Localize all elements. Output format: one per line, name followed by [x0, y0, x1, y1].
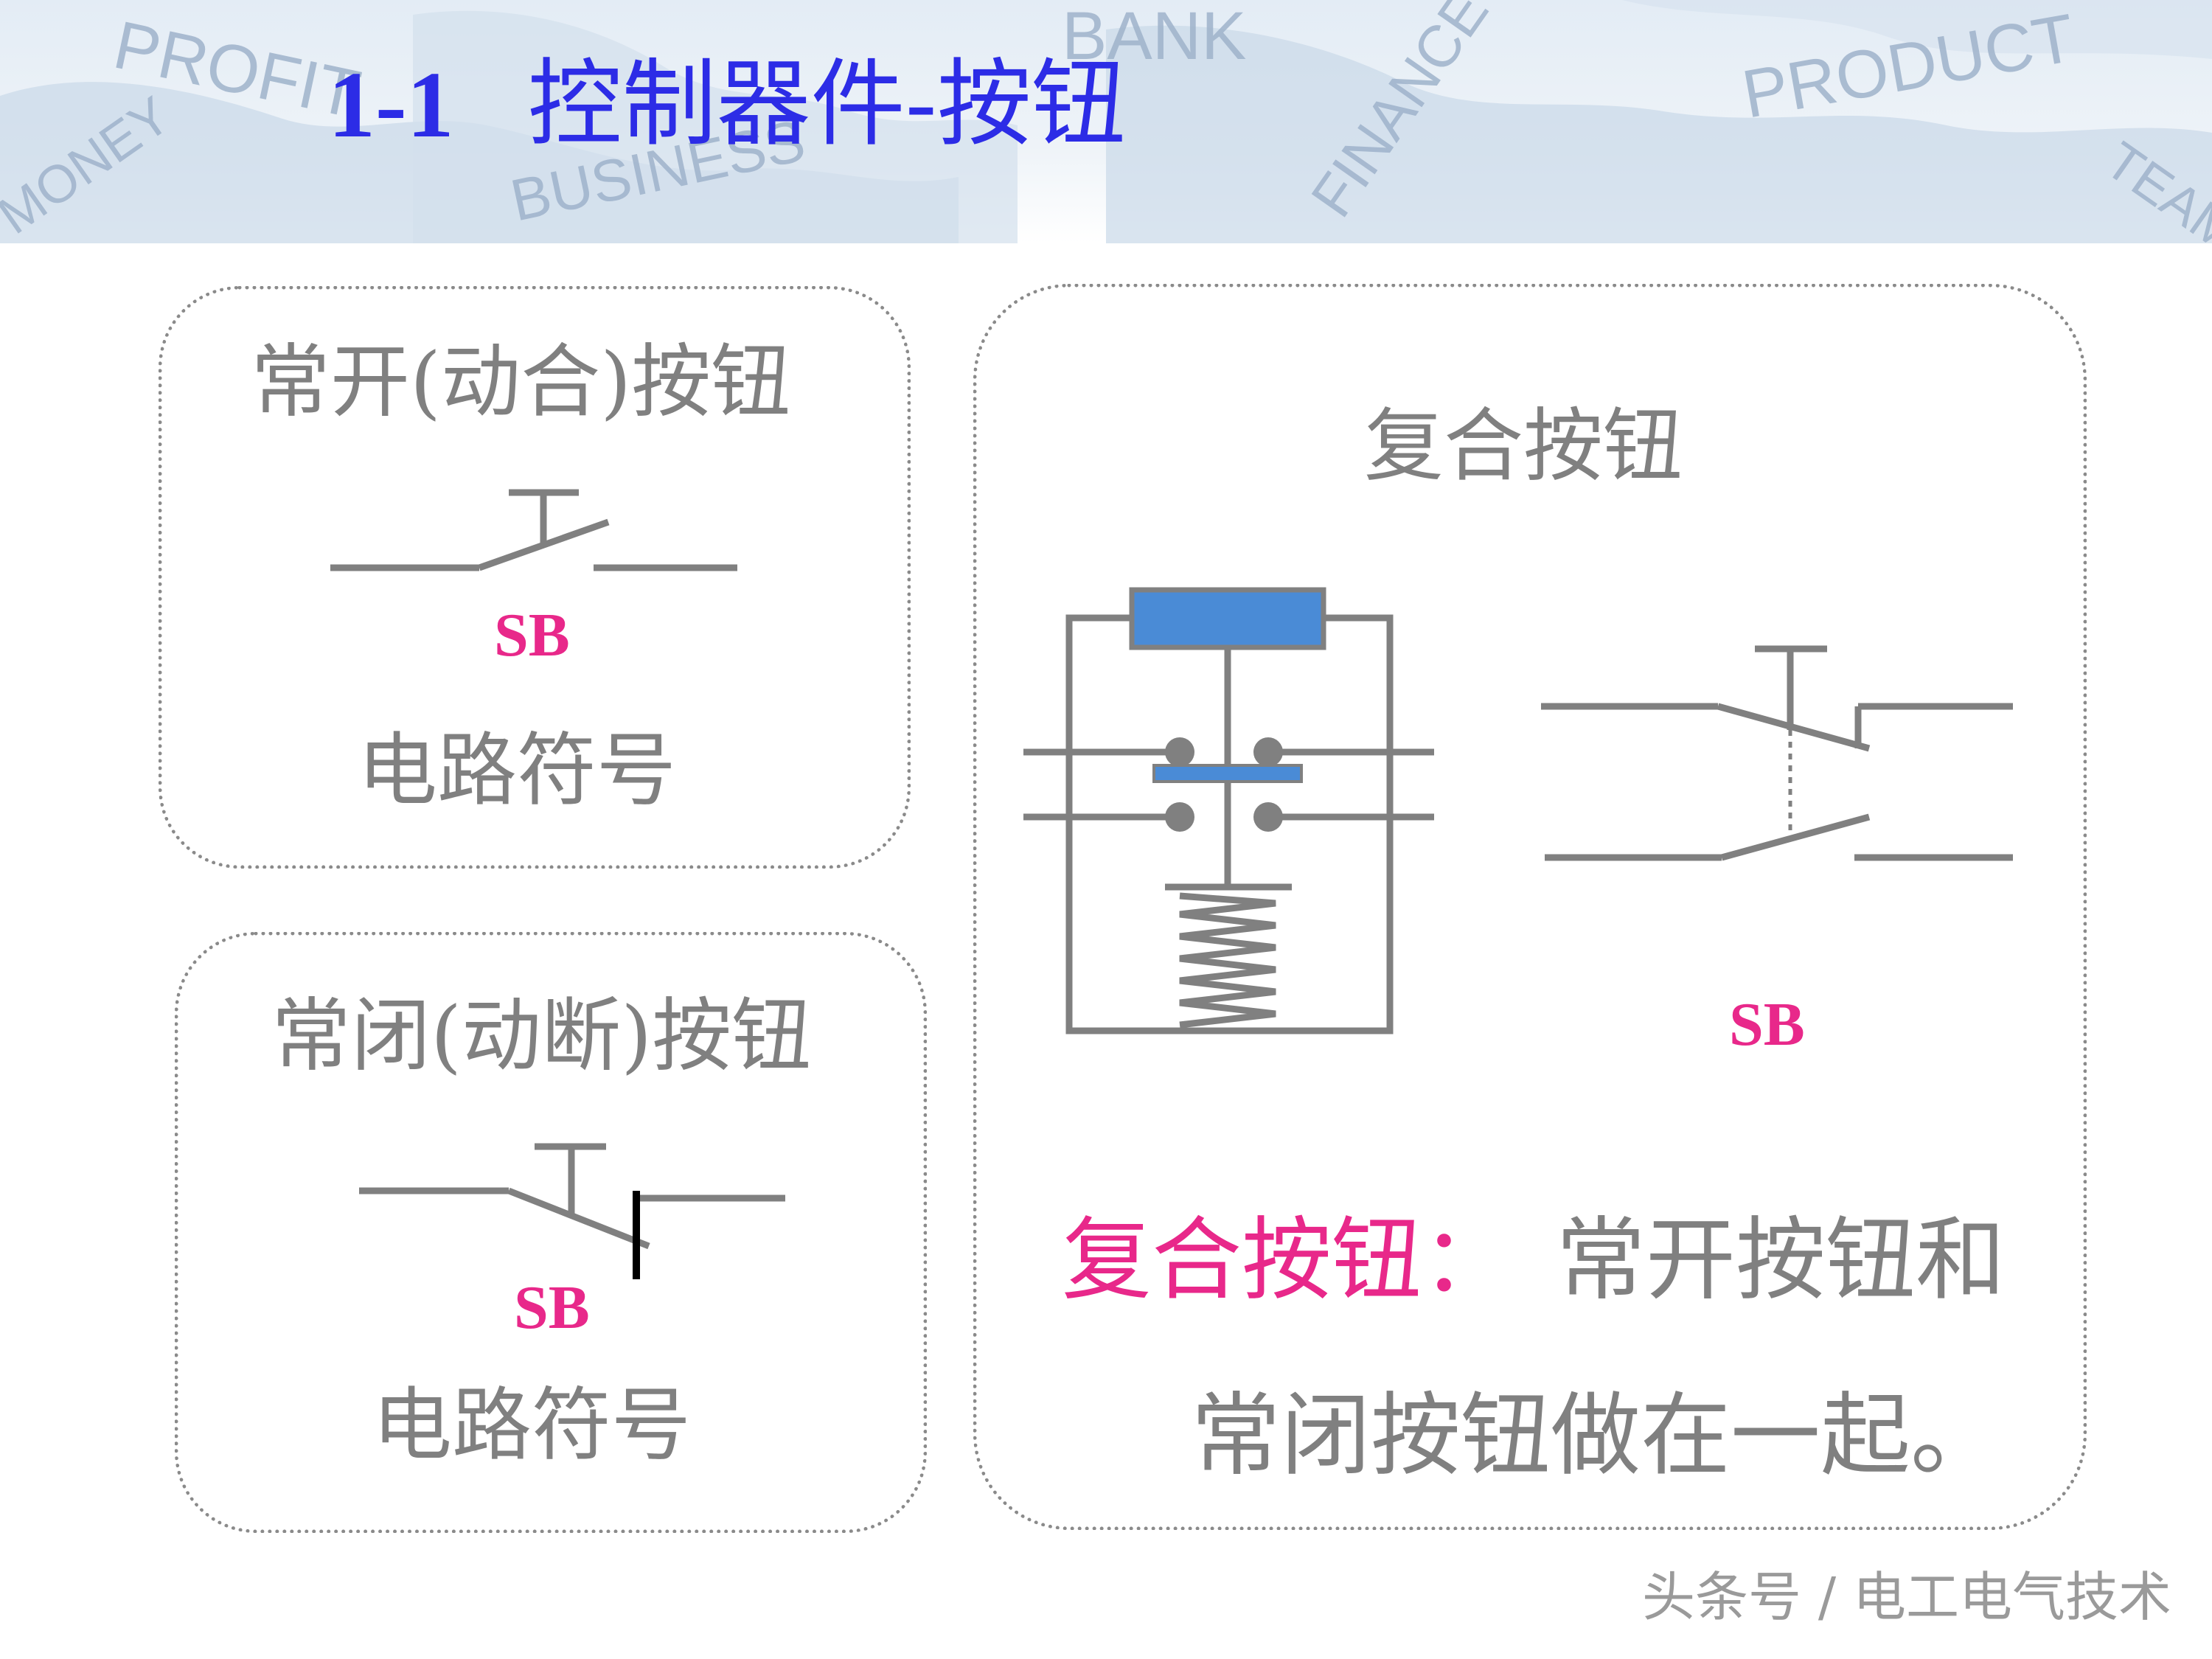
push-button-cap	[1129, 587, 1326, 650]
header-banner: PROFIT BANK PRODUCT BUSINESS FINANCE MON…	[0, 0, 2212, 243]
spring-coil	[1179, 892, 1276, 1029]
compound-panel	[973, 284, 2087, 1530]
contact-dot	[1165, 737, 1194, 767]
nc-moving-contact	[1717, 703, 1871, 752]
normally-closed-panel	[175, 932, 927, 1533]
compound-description-term: 复合按钮：	[1062, 1208, 1512, 1312]
compound-description-text1: 常开按钮和	[1556, 1208, 2006, 1312]
contact-dot	[1253, 802, 1283, 832]
world-map-watermark: PROFIT BANK PRODUCT BUSINESS FINANCE MON…	[0, 0, 2212, 243]
normally-open-panel	[159, 286, 911, 869]
contact-dot	[1253, 737, 1283, 767]
compound-description-line2: 常闭按钮做在一起。	[1191, 1383, 2000, 1488]
no-moving-contact	[1720, 813, 1871, 861]
compound-description-line1: 复合按钮：常开按钮和	[1062, 1215, 2006, 1305]
section-number: 1-1	[328, 52, 454, 157]
normally-open-title: 常开(动合)按钮	[251, 336, 791, 428]
moving-contact	[507, 1187, 650, 1250]
bridge-contact	[1152, 764, 1303, 783]
normally-closed-title: 常闭(动断)按钮	[271, 990, 812, 1082]
compound-sb-label: SB	[1729, 990, 1805, 1059]
section-title: 控制器件-按钮	[527, 49, 1126, 159]
compound-title: 复合按钮	[1364, 400, 1683, 493]
footer-credit: 头条号 / 电工电气技术	[1641, 1566, 2171, 1628]
contact-dot	[1165, 802, 1194, 832]
watermark-word: BANK	[1062, 0, 1247, 74]
normally-open-caption: 电路符号	[358, 725, 677, 817]
normally-closed-sb-label: SB	[514, 1273, 590, 1342]
normally-closed-caption: 电路符号	[372, 1380, 692, 1472]
normally-open-sb-label: SB	[494, 601, 570, 669]
